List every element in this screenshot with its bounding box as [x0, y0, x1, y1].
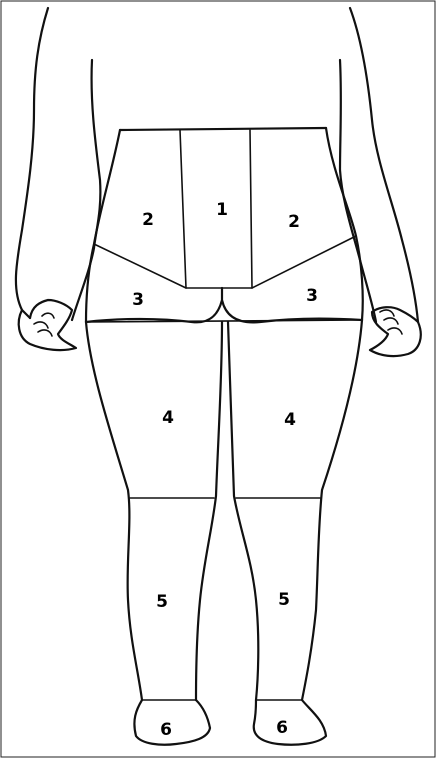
left-arm-inner-outline — [72, 60, 100, 320]
right-hand-outline — [370, 307, 421, 356]
zone-label-6-left: 6 — [160, 720, 172, 740]
zone-label-6-right: 6 — [276, 718, 288, 738]
right-arm-outline — [350, 8, 418, 322]
buttocks-curve — [86, 288, 362, 322]
left-arm-outline — [16, 8, 48, 318]
left-leg-inner — [196, 322, 222, 700]
right-leg-inner — [228, 322, 258, 700]
left-leg-outer — [86, 322, 210, 745]
zone-label-5-left: 5 — [156, 592, 168, 612]
zone-label-4-left: 4 — [162, 408, 174, 428]
right-leg-outer — [254, 320, 362, 745]
zone-label-2-left: 2 — [142, 210, 154, 230]
waist-top-edge — [120, 128, 326, 130]
torso-left-side — [86, 130, 120, 322]
zone-label-3-left: 3 — [132, 290, 144, 310]
torso-right-side — [326, 128, 363, 320]
zone-label-5-right: 5 — [278, 590, 290, 610]
zone-2-right-boundary — [252, 236, 356, 288]
zone-label-1: 1 — [216, 200, 228, 220]
zone-2-left-boundary — [94, 244, 186, 288]
zone-label-4-right: 4 — [284, 410, 296, 430]
zone-3-boundary — [86, 320, 362, 322]
zone-label-2-right: 2 — [288, 212, 300, 232]
left-hand-fingers — [34, 313, 54, 336]
zone-label-3-right: 3 — [306, 286, 318, 306]
